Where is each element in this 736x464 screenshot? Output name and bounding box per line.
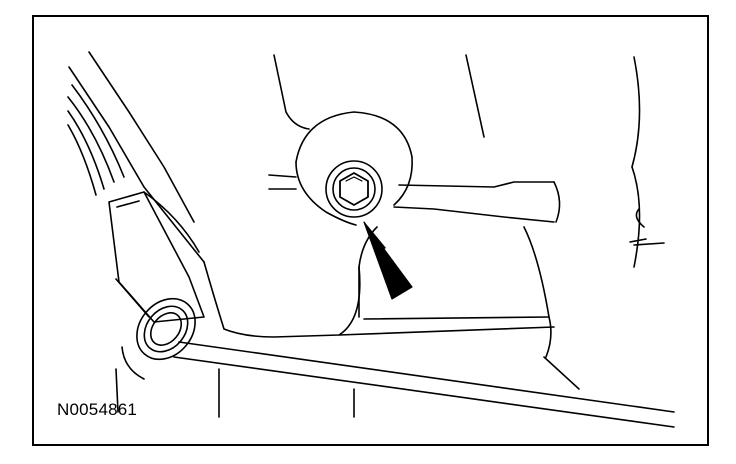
lower-body — [173, 166, 675, 428]
illustration-frame: N0054861 — [32, 15, 709, 446]
upper-casting — [268, 54, 641, 226]
hex-bolt — [325, 160, 383, 218]
right-detail — [629, 208, 665, 246]
left-housing — [67, 51, 205, 323]
arrow-icon — [363, 221, 413, 300]
port-opening — [115, 297, 196, 413]
figure-id-label: N0054861 — [57, 400, 138, 419]
bolt-location-illustration — [67, 51, 675, 428]
